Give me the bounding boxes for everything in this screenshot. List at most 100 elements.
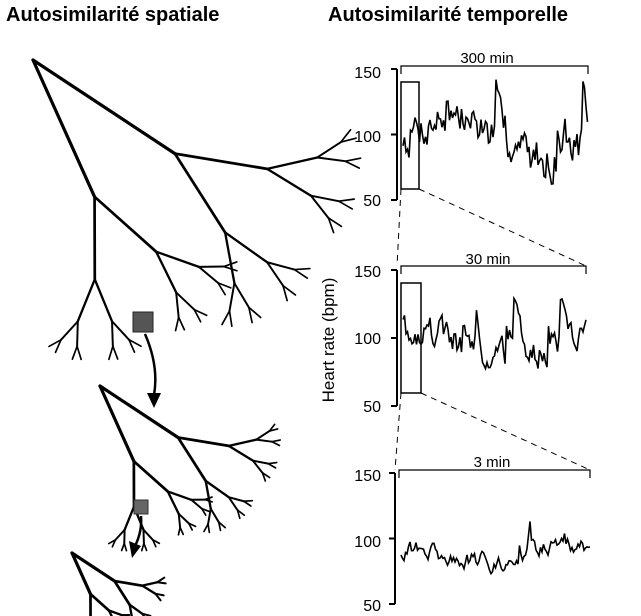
heart-rate-trace-group-1 xyxy=(391,265,591,471)
tree-branch xyxy=(265,167,313,197)
tree-branch xyxy=(204,479,230,499)
tree-branch xyxy=(193,308,208,317)
tree-branch xyxy=(128,603,133,616)
tree-branch xyxy=(236,509,241,520)
tree-branch xyxy=(340,128,352,143)
tree-branch xyxy=(282,284,297,296)
tree-branch xyxy=(176,436,208,483)
zoom-window-box xyxy=(400,282,422,394)
tree-branch xyxy=(261,472,271,479)
tree-branch xyxy=(217,521,222,532)
zoom-window-box xyxy=(400,81,420,190)
tree-branch xyxy=(223,265,238,272)
duration-label-300min: 300 min xyxy=(460,50,513,67)
tree-branch xyxy=(316,156,347,163)
tree-branch xyxy=(248,306,253,324)
heart-rate-trace xyxy=(400,521,591,576)
tree-branch xyxy=(207,523,211,534)
tree-branch xyxy=(228,310,233,328)
tree-branch xyxy=(107,609,123,616)
tree-branch xyxy=(154,250,178,294)
tree-branch xyxy=(344,160,361,169)
tree-branch xyxy=(70,551,117,583)
heart-rate-panel-30min: 30 min 150 100 50 xyxy=(354,251,510,416)
tree-branch xyxy=(267,461,278,465)
tick-label-150: 150 xyxy=(354,264,381,281)
zoom-square-medium xyxy=(133,499,149,515)
small-fractal-tree xyxy=(70,551,167,616)
zoom-connector-right xyxy=(420,392,591,471)
tree-branch xyxy=(177,512,182,529)
tree-branch xyxy=(113,579,144,588)
tree-branch xyxy=(203,523,209,533)
tree-branch xyxy=(255,430,271,441)
spatial-self-similarity-title: Autosimilarité spatiale xyxy=(6,4,220,26)
tree-branch xyxy=(293,267,311,271)
tree-branch xyxy=(344,157,362,163)
tree-branch xyxy=(108,345,114,361)
arrow-head xyxy=(129,541,141,558)
tree-branch xyxy=(337,200,354,210)
tick-label-100: 100 xyxy=(354,534,381,551)
tree-branch xyxy=(93,278,114,323)
zoom-arrow-2 xyxy=(129,515,143,558)
tree-branch xyxy=(31,58,97,199)
tree-branch xyxy=(156,581,167,585)
tree-branch xyxy=(187,522,194,531)
heart-rate-panel-3min: 3 min 150 100 50 xyxy=(354,454,510,615)
duration-label-30min: 30 min xyxy=(465,251,510,268)
tree-branch xyxy=(177,526,181,536)
tree-branch xyxy=(174,316,180,332)
tree-branch xyxy=(207,507,212,525)
tree-branch xyxy=(242,499,254,503)
arrow-shaft xyxy=(143,333,157,396)
tree-branch xyxy=(141,581,159,587)
tree-branch xyxy=(227,444,255,462)
tree-branch xyxy=(293,268,309,280)
tree-branch xyxy=(140,542,145,552)
tree-branch xyxy=(228,282,236,312)
tree-branch xyxy=(193,308,202,323)
tree-branch xyxy=(128,603,144,615)
tree-branch xyxy=(107,539,117,545)
tree-branch xyxy=(154,592,162,602)
tree-branch xyxy=(128,338,136,353)
tree-branch xyxy=(70,551,93,596)
tree-branch xyxy=(142,528,154,541)
tree-branch xyxy=(251,459,270,465)
medium-fractal-tree xyxy=(98,384,282,552)
tree-branch xyxy=(76,320,79,348)
tree-branch xyxy=(266,261,284,287)
tick-label-50: 50 xyxy=(363,399,381,416)
tree-branch xyxy=(177,316,186,331)
zoom-arrow-1 xyxy=(143,333,161,408)
tree-branch xyxy=(98,384,180,440)
tree-branch xyxy=(31,58,177,156)
tree-branch xyxy=(93,195,158,254)
tree-branch xyxy=(227,496,239,512)
tree-branch xyxy=(261,472,267,482)
tree-branch xyxy=(123,505,136,531)
tree-branch xyxy=(166,490,193,501)
large-fractal-tree xyxy=(31,58,362,361)
tree-branch xyxy=(175,291,196,311)
tree-branch xyxy=(209,507,220,524)
tree-branch xyxy=(176,436,231,448)
tree-branch xyxy=(111,320,130,341)
duration-bracket xyxy=(400,265,587,274)
tree-branch xyxy=(173,152,227,234)
tree-branch xyxy=(310,194,340,203)
fractal-trees xyxy=(31,58,362,616)
tree-branch xyxy=(217,282,227,296)
tree-branch xyxy=(141,612,145,616)
temporal-self-similarity-title: Autosimilarité temporelle xyxy=(328,4,569,26)
tree-branch xyxy=(227,496,245,503)
zoom-connector-left xyxy=(396,188,402,267)
heart-rate-panel-300min: 300 min 150 100 50 xyxy=(354,50,513,210)
tree-branch xyxy=(151,538,157,548)
tree-branch xyxy=(327,217,335,234)
tree-branch xyxy=(48,338,62,348)
tree-branch xyxy=(76,345,82,361)
tree-branch xyxy=(310,194,330,219)
